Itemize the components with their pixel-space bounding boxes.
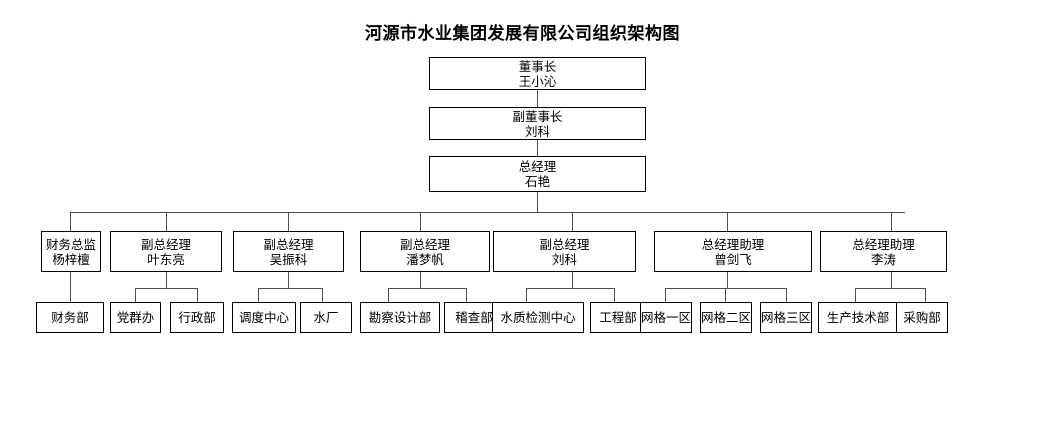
node-label: 党群办 [116,310,155,325]
node-role: 总经理助理 [701,236,765,252]
node-role: 副总经理 [263,236,314,252]
node-department-administration[interactable]: 行政部 [170,302,224,333]
node-person: 吴振科 [269,251,308,267]
stub-exec-6 [727,212,728,231]
connector-branch-7-bus [855,288,925,289]
page-title: 河源市水业集团发展有限公司组织架构图 [365,24,680,44]
connector-branch-7-drop [891,272,892,288]
node-department-grid-zone-3[interactable]: 网格三区 [760,302,812,333]
connector-branch-5-bus [526,288,614,289]
node-executive-vp-3[interactable]: 副总经理 潘梦帆 [360,231,490,272]
node-person: 刘科 [524,123,550,139]
stub-exec-5 [572,212,573,231]
connector-branch-3-child-2 [322,288,323,302]
node-executive-vp-4[interactable]: 副总经理 刘科 [493,231,636,272]
connector-branch-5-drop [572,272,573,288]
node-department-engineering[interactable]: 工程部 [590,302,646,333]
stub-exec-1 [70,212,71,231]
stub-exec-2 [166,212,167,231]
node-department-production-technology[interactable]: 生产技术部 [818,302,898,333]
node-role: 总经理助理 [852,236,915,252]
connector-branch-2-child-2 [197,288,198,302]
connector-branch-6-child-2 [725,288,726,302]
node-role: 副总经理 [399,236,450,252]
node-department-grid-zone-1[interactable]: 网格一区 [640,302,692,333]
node-executive-vp-1[interactable]: 副总经理 叶东亮 [110,231,222,272]
node-role: 副总经理 [140,236,191,252]
connector-branch-4-child-1 [388,288,389,302]
node-role: 副总经理 [539,236,590,252]
connector-branch-5-child-1 [526,288,527,302]
node-executive-assistant-1[interactable]: 总经理助理 曾剑飞 [654,231,812,272]
connector-branch-3-child-1 [258,288,259,302]
connector-branch-2-child-1 [135,288,136,302]
node-label: 工程部 [599,310,637,325]
node-department-water-quality-center[interactable]: 水质检测中心 [492,302,584,333]
stub-exec-4 [420,212,421,231]
node-person: 叶东亮 [147,251,185,267]
node-department-water-plant[interactable]: 水厂 [300,302,352,333]
connector-branch-6-child-1 [665,288,666,302]
node-role: 财务总监 [45,236,96,252]
node-chairman[interactable]: 董事长 王小沁 [429,57,646,90]
node-role: 副董事长 [512,108,563,124]
node-general-manager[interactable]: 总经理 石艳 [429,156,646,192]
node-label: 稽查部 [455,310,493,325]
connector-branch-7-child-1 [855,288,856,302]
node-person: 石艳 [524,174,550,189]
connector-vice-to-gm [537,140,538,156]
trunk-executives [70,212,905,213]
node-department-procurement[interactable]: 采购部 [896,302,948,333]
connector-branch-5-child-2 [614,288,615,302]
node-label: 勘察设计部 [368,310,432,325]
node-label: 网格一区 [641,310,692,325]
connector-branch-3-drop [288,272,289,288]
node-label: 生产技术部 [826,310,890,325]
node-department-grid-zone-2[interactable]: 网格二区 [700,302,752,333]
node-person: 刘科 [551,251,577,267]
node-person: 王小沁 [518,73,557,89]
connector-branch-4-bus [388,288,466,289]
connector-branch-2-drop [166,272,167,288]
stub-exec-3 [288,212,289,231]
node-person: 潘梦帆 [406,251,444,267]
node-label: 财务部 [51,310,89,325]
node-label: 水厂 [313,310,339,325]
node-department-dispatch-center[interactable]: 调度中心 [232,302,296,333]
node-department-party-affairs[interactable]: 党群办 [110,302,161,333]
connector-branch-1 [70,272,71,302]
node-role: 董事长 [518,58,557,74]
node-executive-finance-director[interactable]: 财务总监 杨梓檀 [41,231,101,272]
connector-branch-6-drop [727,272,728,288]
node-label: 网格三区 [761,310,812,325]
connector-branch-6-child-3 [786,288,787,302]
connector-branch-4-child-2 [466,288,467,302]
node-executive-assistant-2[interactable]: 总经理助理 李涛 [820,231,947,272]
connector-branch-4-drop [420,272,421,288]
node-label: 水质检测中心 [500,310,576,325]
node-label: 调度中心 [238,310,289,325]
connector-branch-2-bus [135,288,197,289]
node-department-survey-design[interactable]: 勘察设计部 [360,302,440,333]
node-executive-vp-2[interactable]: 副总经理 吴振科 [233,231,344,272]
connector-chairman-to-vice [537,90,538,107]
node-person: 曾剑飞 [714,251,752,267]
stub-exec-7 [891,212,892,231]
node-label: 采购部 [903,310,941,325]
node-person: 李涛 [870,251,896,267]
connector-branch-3-bus [258,288,322,289]
connector-branch-7-child-2 [925,288,926,302]
connector-gm-to-trunk [537,192,538,213]
node-person: 杨梓檀 [52,251,90,267]
node-label: 网格二区 [701,310,752,325]
node-role: 总经理 [518,159,557,174]
node-label: 行政部 [178,310,216,325]
node-vice-chairman[interactable]: 副董事长 刘科 [429,107,646,140]
node-department-finance[interactable]: 财务部 [36,302,104,333]
